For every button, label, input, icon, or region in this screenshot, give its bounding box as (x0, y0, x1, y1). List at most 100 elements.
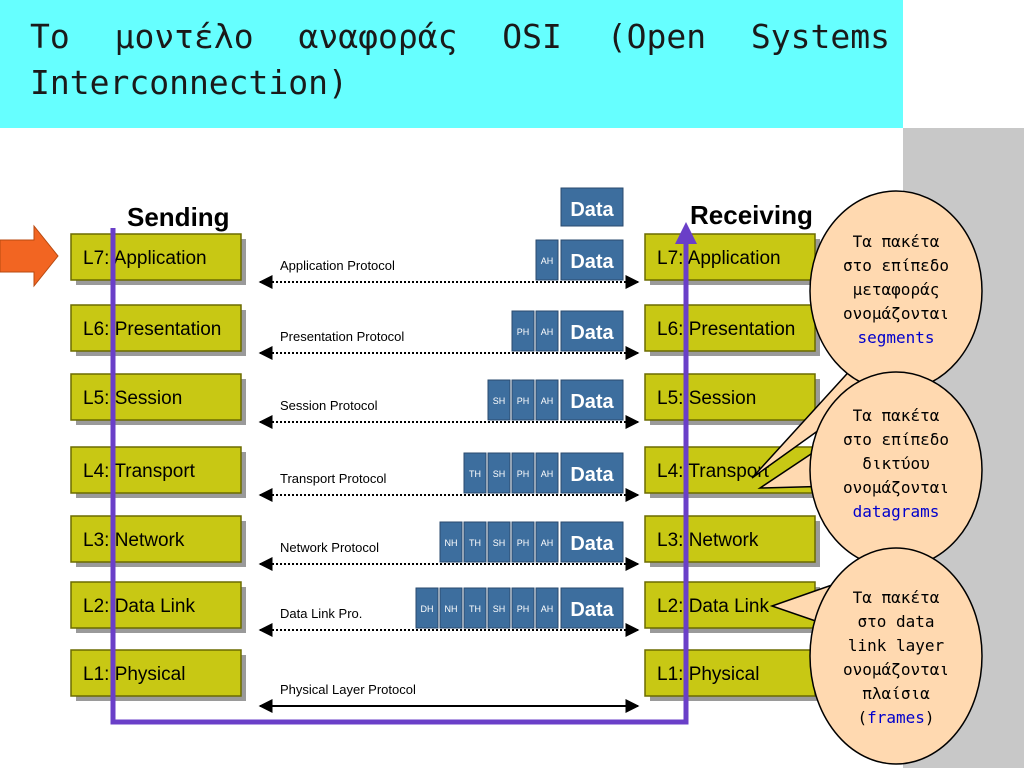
callout-frames-keyword-line: (frames) (826, 706, 966, 730)
data-box (560, 310, 624, 352)
protocol-label: Application Protocol (280, 258, 395, 273)
paren-close: ) (924, 708, 935, 727)
sending-layer-box (70, 446, 242, 494)
callout-line: ονομάζονται (843, 478, 949, 497)
callout-line: Τα πακέτα (852, 232, 940, 251)
sending-layer-box (70, 304, 242, 352)
header-box (487, 587, 511, 629)
protocol-label: Data Link Pro. (280, 606, 362, 621)
data-box (560, 239, 624, 281)
header-box (535, 521, 559, 563)
callout-line: μεταφοράς (852, 280, 940, 299)
header-box (535, 310, 559, 352)
header-label: AH (541, 469, 554, 479)
data-path-arrowhead (675, 222, 697, 244)
header-label: PH (517, 604, 530, 614)
receiving-layer-box (644, 515, 816, 563)
header-label: PH (517, 538, 530, 548)
protocol-label: Network Protocol (280, 540, 379, 555)
data-box (560, 452, 624, 494)
header-label: PH (517, 469, 530, 479)
receiving-layer-box (644, 304, 816, 352)
header-box (511, 521, 535, 563)
sending-layer-label: L1: Physical (83, 664, 185, 685)
data-path-arrow (110, 228, 689, 725)
data-box-top (560, 187, 624, 227)
header-box (511, 452, 535, 494)
protocol-label: Session Protocol (280, 398, 378, 413)
sending-layer-label: L6: Presentation (83, 319, 221, 340)
header-box (535, 587, 559, 629)
callout-line: ονομάζονται (843, 304, 949, 323)
header-box (535, 452, 559, 494)
data-box-label: Data (570, 599, 614, 621)
header-label: SH (493, 396, 506, 406)
sending-layer-box (70, 581, 242, 629)
receiving-layer-label: L1: Physical (657, 664, 759, 685)
header-box (463, 452, 487, 494)
callout-line: Τα πακέτα (852, 588, 940, 607)
header-box (511, 587, 535, 629)
callout-datagrams-text: Τα πακέτα στο επίπεδο δικτύου ονομάζοντα… (826, 404, 966, 524)
callout-line: στο επίπεδο (843, 430, 949, 449)
header-label: AH (541, 538, 554, 548)
data-box (560, 379, 624, 421)
callout-frames-text: Τα πακέτα στο data link layer ονομάζοντα… (826, 586, 966, 730)
data-box (560, 521, 624, 563)
data-box-top-label: Data (570, 199, 614, 221)
sending-layer-label: L5: Session (83, 388, 182, 409)
callout-line: στο επίπεδο (843, 256, 949, 275)
receiving-label: Receiving (690, 200, 813, 230)
header-box (487, 379, 511, 421)
receiving-layer-label: L4: Transport (657, 461, 770, 482)
header-box (439, 521, 463, 563)
callout-line: ονομάζονται (843, 660, 949, 679)
callout-frames (769, 547, 983, 765)
receiving-layer-label: L3: Network (657, 530, 759, 551)
header-label: NH (445, 604, 458, 614)
slide-title: Το μοντέλο αναφοράς OSI (Open Systems In… (30, 17, 890, 102)
header-label: SH (493, 538, 506, 548)
receiving-layer-box (644, 373, 816, 421)
data-box-label: Data (570, 322, 614, 344)
data-box-label: Data (570, 251, 614, 273)
sending-layer-box (70, 233, 242, 281)
header-label: TH (469, 604, 481, 614)
sending-layer-label: L7: Application (83, 248, 207, 269)
sending-layer-box (70, 515, 242, 563)
paren-open: ( (857, 708, 868, 727)
sending-layer-label: L4: Transport (83, 461, 196, 482)
title-band (0, 0, 903, 128)
sending-layer-box (70, 373, 242, 421)
data-box (560, 587, 624, 629)
header-box (511, 310, 535, 352)
callout-keyword-datagrams: datagrams (852, 502, 940, 521)
header-label: AH (541, 256, 554, 266)
data-box-label: Data (570, 533, 614, 555)
protocol-label: Presentation Protocol (280, 329, 404, 344)
callout-line: δικτύου (862, 454, 930, 473)
callout-keyword-segments: segments (857, 328, 935, 347)
header-label: PH (517, 396, 530, 406)
header-box (415, 587, 439, 629)
callout-segments-text: Τα πακέτα στο επίπεδο μεταφοράς ονομάζον… (826, 230, 966, 350)
right-bar-top (903, 0, 1024, 128)
sending-layer-box (70, 649, 242, 697)
header-label: AH (541, 327, 554, 337)
sending-label: Sending (127, 202, 230, 232)
receiving-layer-label: L7: Application (657, 248, 781, 269)
callout-keyword-frames: frames (867, 708, 925, 727)
header-label: PH (517, 327, 530, 337)
header-label: DH (421, 604, 434, 614)
header-box (535, 379, 559, 421)
sending-layer-label: L3: Network (83, 530, 185, 551)
header-box (487, 452, 511, 494)
header-label: TH (469, 469, 481, 479)
callout-line: στο data (857, 612, 935, 631)
header-label: TH (469, 538, 481, 548)
header-box (511, 379, 535, 421)
header-label: NH (445, 538, 458, 548)
